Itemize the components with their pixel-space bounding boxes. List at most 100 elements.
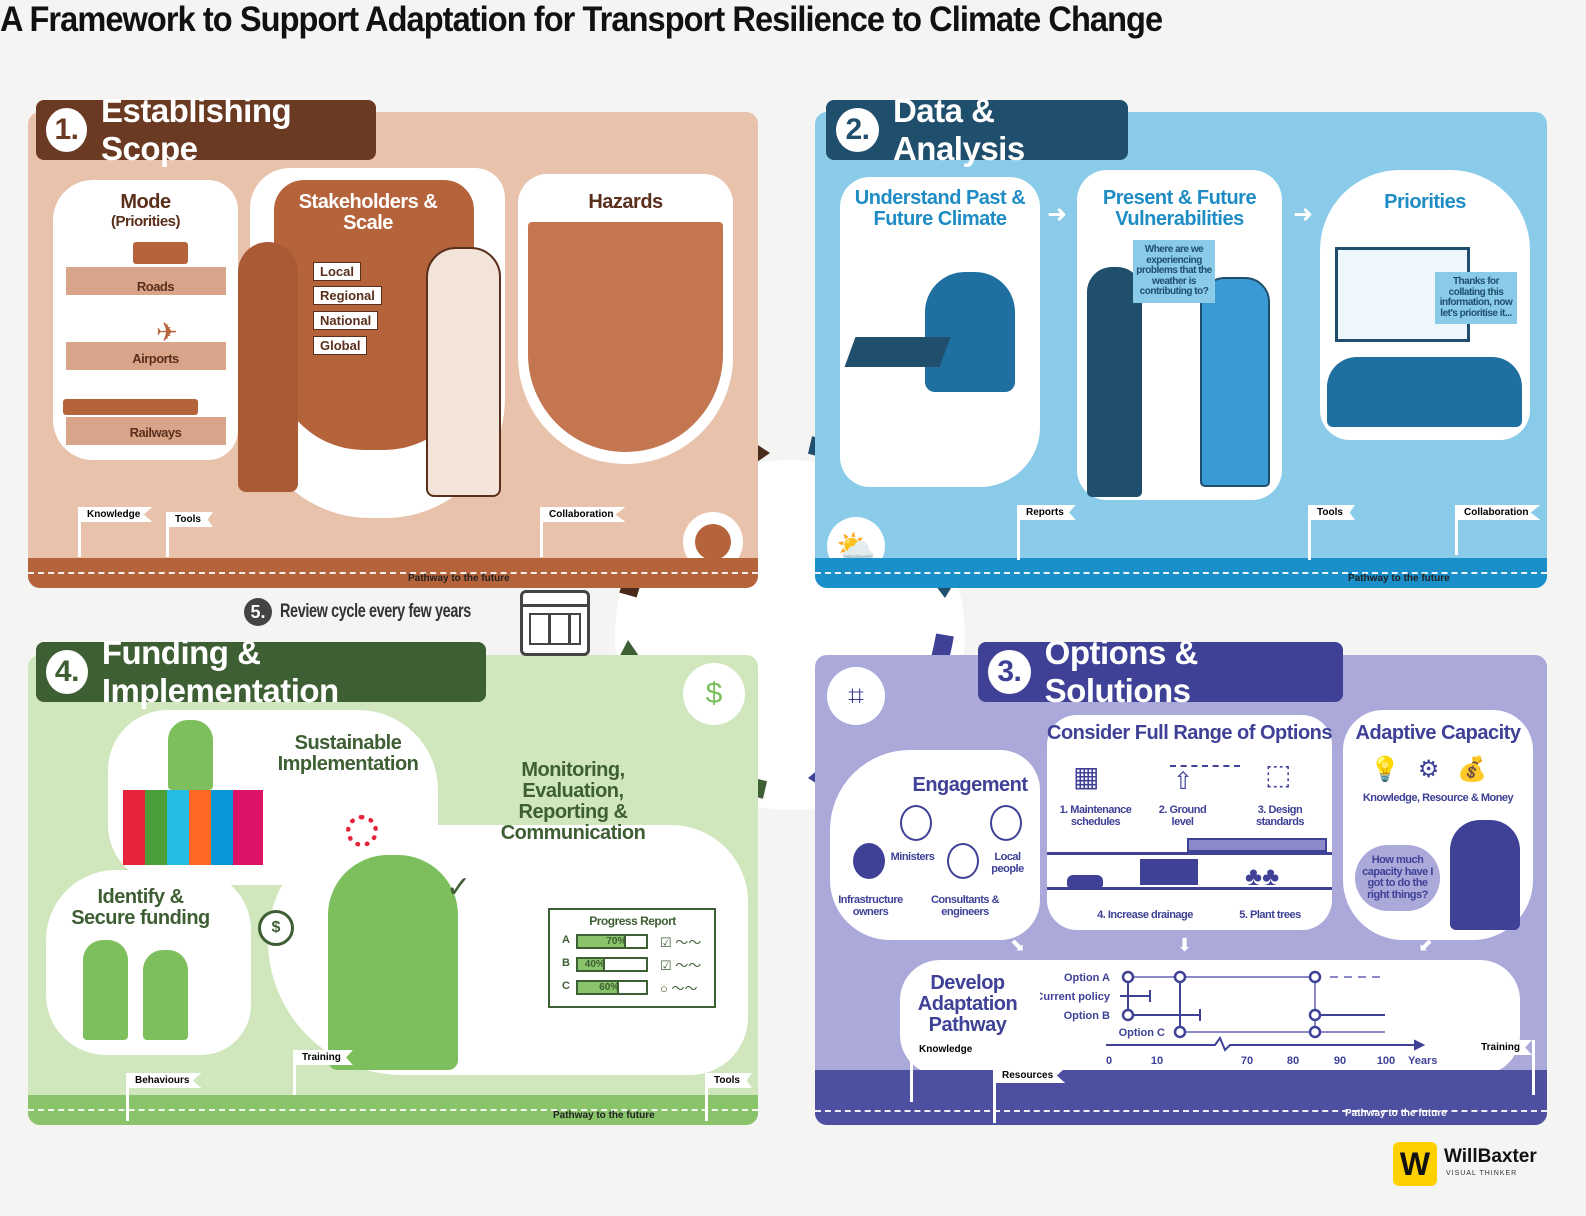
funding-title: Identify & Secure funding: [71, 886, 210, 929]
step4-header: 4.Funding & Implementation: [36, 634, 486, 709]
monitoring-title: Monitoring, Evaluation, Reporting & Comm…: [500, 759, 646, 844]
pathway-road: Pathway to the future: [815, 558, 1547, 588]
handshake-dollar-icon: $: [683, 663, 745, 725]
report-row-label: C: [562, 980, 570, 992]
option-drainage: 4. Increase drainage: [1097, 909, 1193, 921]
step3-panel: ⌗ Engagement Ministers Local people Infr…: [815, 655, 1547, 1125]
railways-ground: [66, 417, 226, 445]
step2-panel: Understand Past & Future Climate ➜ Prese…: [815, 112, 1547, 588]
design-standards-icon: ⬚: [1265, 759, 1292, 790]
report-progress-bar: 60%: [576, 980, 648, 995]
owner-face: [853, 843, 885, 879]
step2-header: 2. Data & Analysis: [826, 92, 1128, 167]
flood-scene: [528, 222, 723, 452]
checkmark-icon: ✓: [446, 871, 472, 904]
step4-number: 4.: [46, 650, 88, 694]
man-figure: [426, 247, 501, 497]
tick-90: 90: [1334, 1055, 1346, 1067]
pathway-road: Pathway to the future: [28, 1095, 758, 1125]
report-progress-bar: 70%: [576, 934, 648, 949]
report-progress-fill: [578, 936, 626, 947]
calendar-wrench-icon: ▦: [1073, 761, 1100, 792]
report-progress-value: 40%: [584, 959, 605, 970]
engineer-face: [947, 843, 979, 879]
mode-roads: Roads: [136, 279, 175, 294]
roads-ground: [66, 267, 226, 295]
road-line: [1047, 887, 1332, 890]
local-woman-figure: [1200, 277, 1270, 487]
report-progress-fill: [578, 959, 606, 970]
progress-report-title: Progress Report: [589, 914, 676, 928]
row-current-policy: Current policy: [1040, 991, 1111, 1003]
report-progress-bar: 40%: [576, 957, 648, 972]
knowledge-resource-money-icons: 💡⚙💰: [1370, 756, 1506, 783]
mode-railways: Railways: [129, 425, 182, 440]
hazards-title: Hazards: [588, 191, 663, 213]
arrow-right-icon: ➜: [1047, 201, 1068, 228]
laptop-icon: [844, 337, 951, 367]
team-figures: [1327, 357, 1522, 427]
down-arrow-icon: ⬋: [1418, 935, 1434, 955]
tick-0: 0: [1106, 1055, 1112, 1067]
flag-knowledge: Knowledge: [910, 1042, 985, 1102]
tick-80: 80: [1287, 1055, 1299, 1067]
plane-icon: ✈: [156, 317, 178, 347]
axis-unit: Years: [1408, 1055, 1437, 1067]
willbaxter-logo-mark: W: [1393, 1142, 1437, 1186]
pathway-road: Pathway to the future: [815, 1070, 1547, 1125]
local-face: [990, 805, 1022, 841]
calendar-icon: [520, 590, 590, 656]
step3-title: Options & Solutions: [1044, 634, 1199, 709]
row-option-a: Option A: [1064, 972, 1110, 984]
option-design-standards: 3. Design standards: [1255, 804, 1305, 828]
step5-number: 5.: [244, 598, 272, 626]
review-cycle-label: 5. Review cycle every few years: [244, 598, 531, 626]
step1-number: 1.: [46, 108, 87, 152]
scale-global: Global: [313, 336, 368, 355]
checked-circle-icon: ☑ ～～: [660, 958, 702, 973]
page-title: A Framework to Support Adaptation for Tr…: [0, 0, 1163, 39]
flag-training: Training: [1532, 1040, 1535, 1095]
report-row-label: B: [562, 957, 570, 969]
worker-figure: [168, 720, 213, 790]
climate-title: Understand Past & Future Climate: [854, 187, 1026, 230]
thought-bubble: How much capacity have I got to do the r…: [1355, 845, 1440, 912]
airports-ground: [66, 342, 226, 370]
analyst-figure: [925, 272, 1015, 392]
empty-circle-icon: ○ ～～: [660, 981, 698, 996]
step2-number: 2.: [836, 108, 879, 152]
capacity-title: Adaptive Capacity: [1355, 722, 1521, 744]
people-local: Local people: [991, 851, 1024, 875]
sustainable-title: Sustainable Implementation: [277, 732, 419, 775]
engagement-title: Engagement: [912, 774, 1028, 796]
option-ground-level: 2. Ground level: [1158, 804, 1207, 828]
flag-tools: Tools: [166, 512, 213, 557]
flag-knowledge: Knowledge: [78, 507, 153, 557]
report-progress-value: 60%: [599, 982, 620, 993]
step2-title: Data & Analysis: [892, 92, 1025, 167]
people-consultants: Consultants & engineers: [930, 894, 1000, 918]
pathway-network-icon: ⌗: [827, 667, 885, 725]
adaptation-pathway-chart: Option A Current policy Option B Option …: [1040, 970, 1437, 1067]
ground-level-line: [1170, 765, 1240, 767]
progress-report-board: Progress Report A 70% ☑ ～～B 40% ☑ ～～C 60…: [548, 908, 716, 1008]
sdg-wheel-icon: [346, 815, 378, 847]
logo-name: WillBaxter: [1444, 1146, 1537, 1167]
pathway-road: Pathway to the future: [28, 558, 758, 588]
flag-behaviours: Behaviours: [126, 1073, 202, 1121]
flag-collaboration: Collaboration: [540, 507, 626, 557]
priorities-title: Priorities: [1384, 191, 1466, 213]
options-card: [1047, 715, 1332, 930]
people-infrastructure-owners: Infrastructure owners: [838, 894, 903, 918]
report-row-label: A: [562, 934, 570, 946]
options-title: Consider Full Range of Options: [1047, 722, 1333, 744]
train-icon: [1187, 838, 1327, 852]
tick-10: 10: [1151, 1055, 1163, 1067]
flag-resources: Resources: [993, 1068, 1066, 1123]
step5-text: Review cycle every few years: [280, 601, 471, 622]
step3-header: 3.Options & Solutions: [978, 634, 1343, 709]
tick-100: 100: [1377, 1055, 1395, 1067]
option-plant-trees: 5. Plant trees: [1239, 909, 1301, 921]
step1-panel: Mode (Priorities) Roads ✈ Airports Railw…: [28, 112, 758, 588]
step1-header: 1.Establishing Scope: [36, 92, 376, 167]
